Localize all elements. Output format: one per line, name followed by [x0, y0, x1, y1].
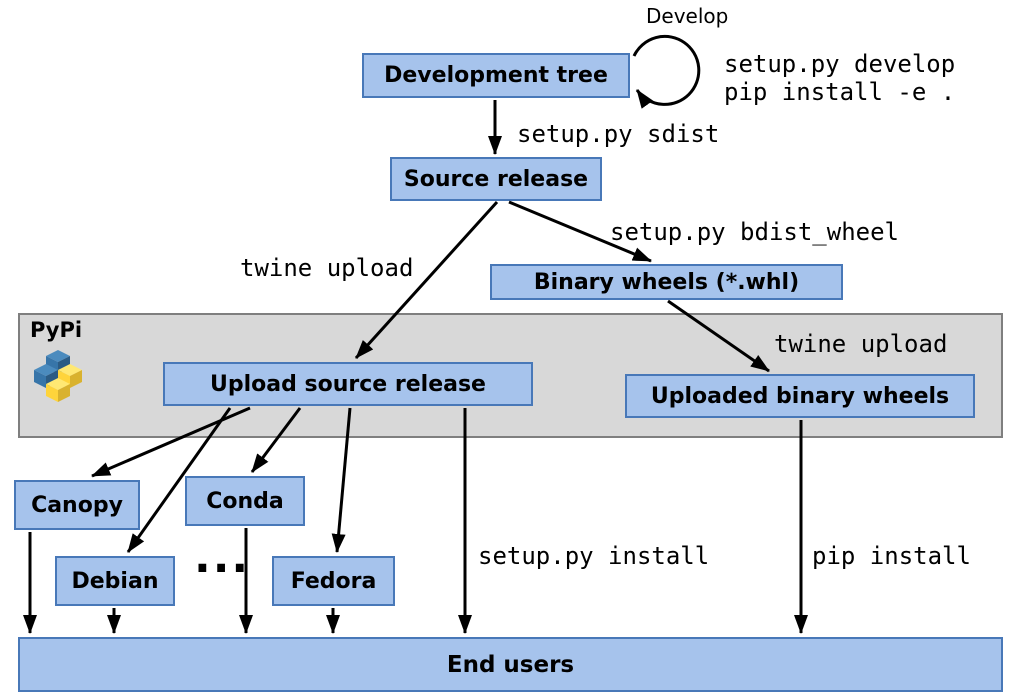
node-more-distros: ...: [194, 532, 251, 583]
label-twine-upload-source: twine upload: [240, 254, 414, 282]
node-debian: Debian: [55, 556, 175, 606]
label-twine-upload-wheels: twine upload: [774, 330, 948, 358]
node-upload-source-release: Upload source release: [163, 362, 533, 406]
label-develop-commands: setup.py develop pip install -e .: [724, 50, 956, 106]
node-conda: Conda: [185, 476, 305, 526]
label-bdist-wheel-command: setup.py bdist_wheel: [610, 218, 899, 246]
node-development-tree: Development tree: [362, 53, 630, 98]
label-setup-install-command: setup.py install: [478, 542, 710, 570]
node-fedora: Fedora: [272, 556, 395, 606]
node-source-release: Source release: [390, 157, 602, 201]
node-canopy: Canopy: [14, 480, 140, 530]
pypi-logo-icon: [34, 350, 82, 402]
label-develop: Develop: [646, 4, 729, 28]
node-uploaded-binary-wheels: Uploaded binary wheels: [625, 374, 975, 418]
node-binary-wheels: Binary wheels (*.whl): [490, 264, 843, 300]
label-sdist-command: setup.py sdist: [517, 120, 720, 148]
node-end-users: End users: [18, 637, 1003, 692]
pypi-label: PyPi: [30, 318, 83, 342]
edge-develop-loop: [632, 34, 701, 109]
label-pip-install-command: pip install: [812, 542, 971, 570]
